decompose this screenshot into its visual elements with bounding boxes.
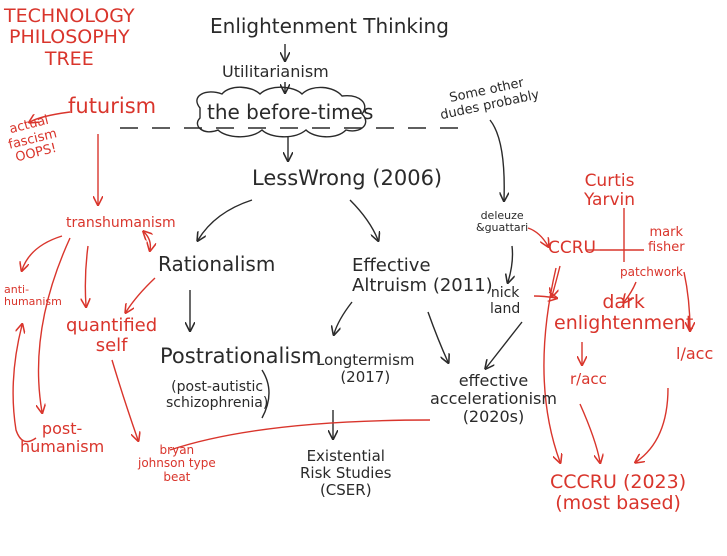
before-times-cloud xyxy=(196,86,367,138)
node-curtis-yarvin: Curtis Yarvin xyxy=(584,171,636,211)
node-posthumanism: post- humanism xyxy=(20,419,105,456)
diagram-title: TECHNOLOGY PHILOSOPHY TREE xyxy=(4,5,135,70)
node-before-times: the before-times xyxy=(207,100,374,124)
edge-transhumanism-to-posthumanism xyxy=(39,237,71,412)
edge-quantified-self-to-bryan-johnson xyxy=(111,359,138,440)
edge-transhumanism-bidirectional xyxy=(144,232,150,250)
edge-anti-humanism-posthumanism-loop xyxy=(12,325,37,443)
node-patchwork: patchwork xyxy=(620,265,683,279)
node-r-acc: r/acc xyxy=(570,370,607,388)
node-bryan-johnson: bryan johnson type beat xyxy=(138,443,216,484)
edge-lacc-to-cccru xyxy=(636,387,669,462)
node-futurism: futurism xyxy=(68,94,157,118)
edge-bryan-to-accelerationism-connector xyxy=(169,419,431,451)
node-post-autistic: (post-autistic schizophrenia) xyxy=(166,379,269,411)
edge-dark-enlightenment-from-left xyxy=(533,296,556,298)
edge-dark-enlightenment-to-cccru xyxy=(579,403,600,462)
edge-patchwork-to-dark-enlightenment xyxy=(624,281,637,302)
edge-deleuze-to-nick-land xyxy=(508,245,513,282)
edge-some-dudes-to-deleuze xyxy=(489,119,504,200)
node-enlightenment-thinking: Enlightenment Thinking xyxy=(210,14,449,38)
edge-lesswrong-to-effective-altruism xyxy=(349,199,378,240)
node-effective-accelerationism: effective accelerationism (2020s) xyxy=(430,371,557,426)
node-rationalism: Rationalism xyxy=(158,252,276,276)
edge-futurism-to-fascism xyxy=(30,111,71,122)
edge-deleuze-to-ccru xyxy=(527,227,548,246)
node-ccru: CCRU xyxy=(548,238,596,258)
node-deleuze-guattari: deleuze &guattari xyxy=(476,209,529,235)
node-utilitarianism: Utilitarianism xyxy=(222,62,329,81)
node-lesswrong: LessWrong (2006) xyxy=(252,166,443,190)
node-anti-humanism: anti- humanism xyxy=(4,283,62,309)
edge-lesswrong-to-rationalism xyxy=(198,199,253,240)
edge-nick-land-to-effective-accelerationism xyxy=(486,321,523,368)
node-mark-fisher: mark fisher xyxy=(648,225,685,255)
edge-ccru-to-cccru xyxy=(543,267,560,462)
node-postrationalism: Postrationalism xyxy=(160,344,322,368)
edge-transhumanism-to-anti-humanism xyxy=(22,235,63,270)
node-effective-altruism: Effective Altruism (2011) xyxy=(352,255,493,297)
edge-ea-to-longtermism xyxy=(334,301,353,334)
node-nick-land: nick land xyxy=(490,285,521,317)
edge-rationalism-to-quantified-self xyxy=(126,277,156,312)
node-longtermism: Longtermism (2017) xyxy=(316,351,415,386)
node-dark-enlightenment: dark enlightenment xyxy=(554,291,694,335)
node-existential-risk: Existential Risk Studies (CSER) xyxy=(300,447,392,499)
node-transhumanism: transhumanism xyxy=(66,215,176,231)
edge-post-autistic-bracket xyxy=(261,369,270,419)
edge-transhumanism-to-quantified-self xyxy=(85,245,88,306)
node-cccru: CCCRU (2023) (most based) xyxy=(550,471,687,515)
edge-fisher-to-lacc xyxy=(683,271,690,330)
edge-ea-to-effective-accelerationism xyxy=(427,311,448,362)
node-quantified-self: quantified self xyxy=(66,315,158,357)
node-l-acc: l/acc xyxy=(676,344,714,363)
